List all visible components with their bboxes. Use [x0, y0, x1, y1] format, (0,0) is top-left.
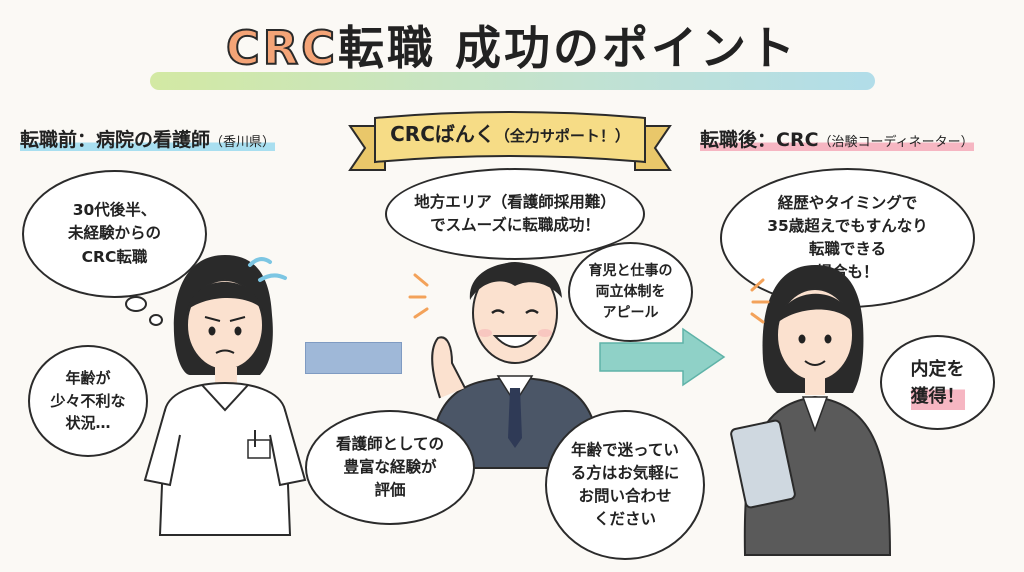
before-heading-small: （香川県） [210, 135, 276, 150]
title-rest: 転職 成功のポイント [337, 21, 798, 75]
bubble-over-35-text: 経歴やタイミングで 35歳超えでもすんなり 転職できる 場合も！ [767, 193, 928, 282]
ribbon-label: CRCばんく（全力サポート！） [360, 118, 660, 147]
sparkle-icon [408, 273, 429, 319]
thought2-text: 年齢が 少々不利な 状況… [50, 369, 126, 433]
bubble-inquiry-text: 年齢で迷ってい る方はお気軽に お問い合わせ ください [570, 440, 680, 529]
arrow-right-icon [599, 327, 726, 387]
nurse-figure [143, 255, 307, 536]
thought-bubble-age: 30代後半、 未経験からの CRC転職 [22, 170, 207, 298]
after-heading-text: 転職後：CRC [700, 129, 819, 151]
bubble-childcare: 育児と仕事の 両立体制を アピール [568, 242, 693, 342]
after-heading-small: （治験コーディネーター） [818, 135, 974, 150]
sweat-icon [248, 257, 287, 282]
after-heading: 転職後：CRC（治験コーディネーター） [700, 125, 974, 152]
bubble-offer: 内定を 獲得！ [880, 335, 995, 430]
bubble-smooth-success-text: 地方エリア（看護師採用難） でスムーズに転職成功！ [414, 192, 616, 234]
thought1-text: 30代後半、 未経験からの CRC転職 [67, 201, 161, 266]
crc-figure [743, 265, 892, 556]
ribbon-small: （全力サポート！） [494, 127, 630, 145]
bubble-offer-text: 内定を 獲得！ [910, 355, 965, 410]
title-crc: CRC [225, 20, 338, 76]
before-heading-text: 転職前：病院の看護師 [20, 129, 211, 151]
thought-bubble-disadvantage: 年齢が 少々不利な 状況… [28, 345, 148, 457]
bubble-inquiry: 年齢で迷ってい る方はお気軽に お問い合わせ ください [545, 410, 705, 560]
title-underline [150, 72, 875, 90]
thought-dots [125, 296, 163, 326]
bubble-experience: 看護師としての 豊富な経験が 評価 [305, 410, 475, 525]
tablet-icon [730, 419, 796, 509]
ribbon-banner [348, 111, 672, 171]
page-title: CRC転職 成功のポイント [0, 12, 1024, 78]
bubble-smooth-success: 地方エリア（看護師採用難） でスムーズに転職成功！ [385, 168, 645, 260]
bubble-childcare-text: 育児と仕事の 両立体制を アピール [588, 262, 673, 321]
ribbon-main: CRCばんく [390, 122, 495, 146]
bubble-experience-text: 看護師としての 豊富な経験が 評価 [335, 434, 445, 500]
sparkle-icon-right [750, 278, 770, 324]
before-heading: 転職前：病院の看護師（香川県） [20, 125, 276, 152]
progress-bar-blue [305, 342, 402, 374]
